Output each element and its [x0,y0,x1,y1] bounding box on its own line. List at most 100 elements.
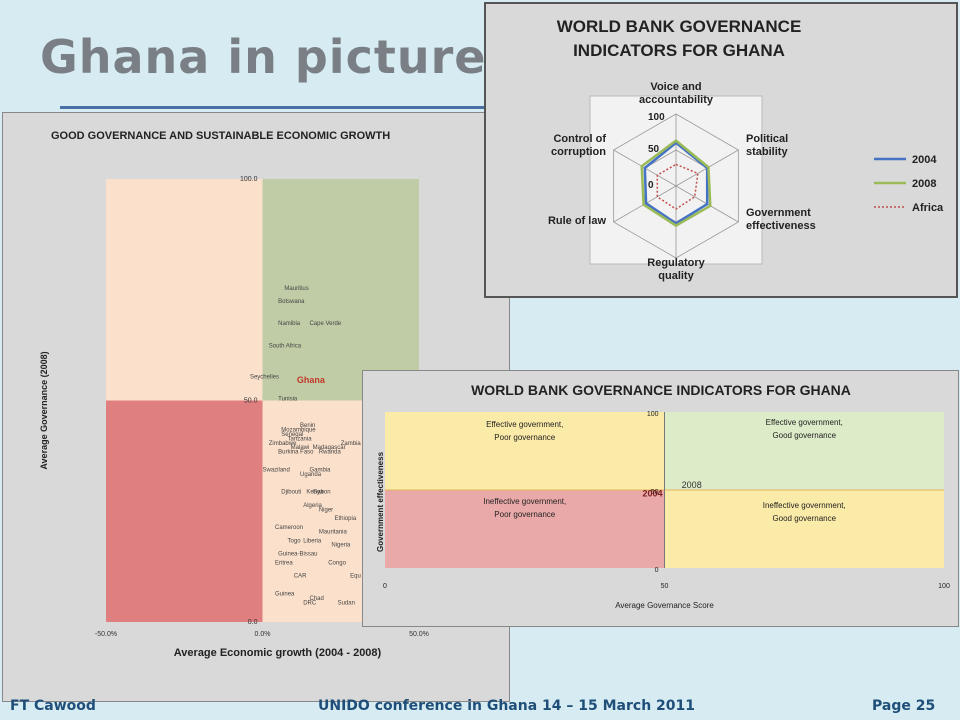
radar-series-africa [656,163,699,210]
quadrant-chart: WORLD BANK GOVERNANCE INDICATORS FOR GHA… [376,382,950,610]
country-label: DRC [303,600,317,606]
y-axis-label: Government effectiveness [376,451,385,552]
chart-title: WORLD BANK GOVERNANCE INDICATORS FOR GHA… [471,382,851,398]
x-tick-label: 50.0% [409,631,429,638]
country-label: Gabon [313,490,331,496]
quadrant-label-bottom-left: Poor governance [494,510,555,519]
country-label: Cameroon [275,525,303,531]
country-label: Zambia [341,441,362,447]
country-label: Guinea-Bissau [278,552,317,558]
country-label: Cape Verde [309,321,341,327]
quadrant-label-top-right: Good governance [772,431,836,440]
quadrant-top-right [262,179,419,401]
x-tick-label: 100 [938,583,950,590]
data-point-label: 2004 [643,489,663,499]
country-label: Chad [309,596,323,602]
country-label: Madagascar [313,445,346,451]
radar-axis-label: Voice and [650,81,701,93]
legend-label: 2004 [912,154,937,166]
country-label: Burkina Faso [278,450,314,456]
country-label: Zimbabwe [269,441,297,447]
country-label: Sudan [338,600,355,606]
slide-title: Ghana in pictures [40,30,515,84]
y-tick-label: 0.0 [248,619,258,626]
country-label: Seychelles [250,374,279,380]
quadrant-top-left [106,179,263,401]
country-label: Liberia [303,538,322,544]
country-label: Mozambique [281,428,316,434]
country-label: Malawi [291,445,310,451]
legend-label: 2008 [912,178,936,190]
footer-event: UNIDO conference in Ghana 14 – 15 March … [318,698,696,714]
quadrant-label-top-left: Poor governance [494,433,555,442]
country-label: Equ [350,574,361,580]
quadrant-label-bottom-right: Ineffective government, [763,501,846,510]
quadrant-label-bottom-right: Good governance [772,514,836,523]
legend-label: Africa [912,202,944,214]
country-label: Togo [288,538,302,544]
country-label: Rwanda [319,450,342,456]
country-label: CAR [294,574,307,580]
quadrant-top-right [664,412,944,490]
radial-tick-label: 50 [648,144,660,155]
radar-axis-label: Government [746,207,811,219]
radar-axis-label: Control of [553,133,606,145]
country-label: Guinea [275,591,295,597]
country-label: Benin [300,423,315,429]
x-tick-label: 0 [383,583,387,590]
x-axis-label: Average Governance Score [615,601,714,610]
x-tick-label: 0.0% [255,631,271,638]
quadrant-bottom-left [106,400,263,622]
quadrant-bottom-left [385,490,665,568]
country-label: Namibia [278,321,301,327]
radial-tick-label: 100 [648,112,665,123]
radar-axis-label: quality [658,270,694,282]
country-label: Kenya [306,490,324,496]
country-label: Eritrea [275,560,293,566]
country-label: Algeria [303,503,322,509]
radar-axis-label: corruption [551,146,606,158]
country-label: Congo [328,560,346,566]
chart-title-line-1: WORLD BANK GOVERNANCE [557,17,802,36]
quadrant-top-left [385,412,665,490]
radar-chart: WORLD BANK GOVERNANCE INDICATORS FOR GHAN… [548,17,944,282]
country-label: Swaziland [263,467,290,473]
radar-axis-label: effectiveness [746,220,816,232]
quadrant-label-top-left: Effective government, [486,420,563,429]
data-point-label: 2008 [682,480,702,490]
x-tick-label: 50 [661,583,669,590]
quadrant-label-bottom-left: Ineffective government, [483,497,566,506]
country-label: Ghana [297,375,326,385]
radar-chart-panel: WORLD BANK GOVERNANCE INDICATORS FOR GHAN… [484,2,958,298]
radar-axis-label: accountability [639,94,714,106]
country-label: Botswana [278,299,305,305]
radar-series-2008 [640,139,712,228]
y-tick-label: 100 [647,411,659,418]
radar-series-2004 [643,141,709,225]
y-tick-label: 50.0 [244,398,258,405]
quadrant-chart-panel: WORLD BANK GOVERNANCE INDICATORS FOR GHA… [362,370,959,627]
country-label: Ethiopia [334,516,356,522]
country-label: Uganda [300,472,322,478]
radial-tick-label: 0 [648,180,654,191]
title-underline [60,106,490,109]
country-label: Niger [319,507,333,513]
y-tick-label: 100.0 [240,176,258,183]
country-label: Nigeria [331,543,351,549]
country-label: Gambia [309,467,331,473]
radar-spoke [613,185,677,223]
y-tick-label: 0 [655,567,659,574]
footer-page-number: Page 25 [872,698,936,714]
country-label: Tunisia [278,397,298,403]
country-label: South Africa [269,343,302,349]
y-tick-label: 50 [651,489,659,496]
chart-title-line-2: INDICATORS FOR GHANA [573,41,785,60]
country-label: Mauritius [284,286,308,292]
radar-axis-label: Political [746,133,788,145]
y-axis-label: Average Governance (2008) [39,351,49,469]
quadrant-bottom-right [664,490,944,568]
footer-author: FT Cawood [10,698,96,714]
x-tick-label: -50.0% [95,631,117,638]
radar-axis-label: Rule of law [548,215,607,227]
radar-axis-label: Regulatory [647,257,705,269]
